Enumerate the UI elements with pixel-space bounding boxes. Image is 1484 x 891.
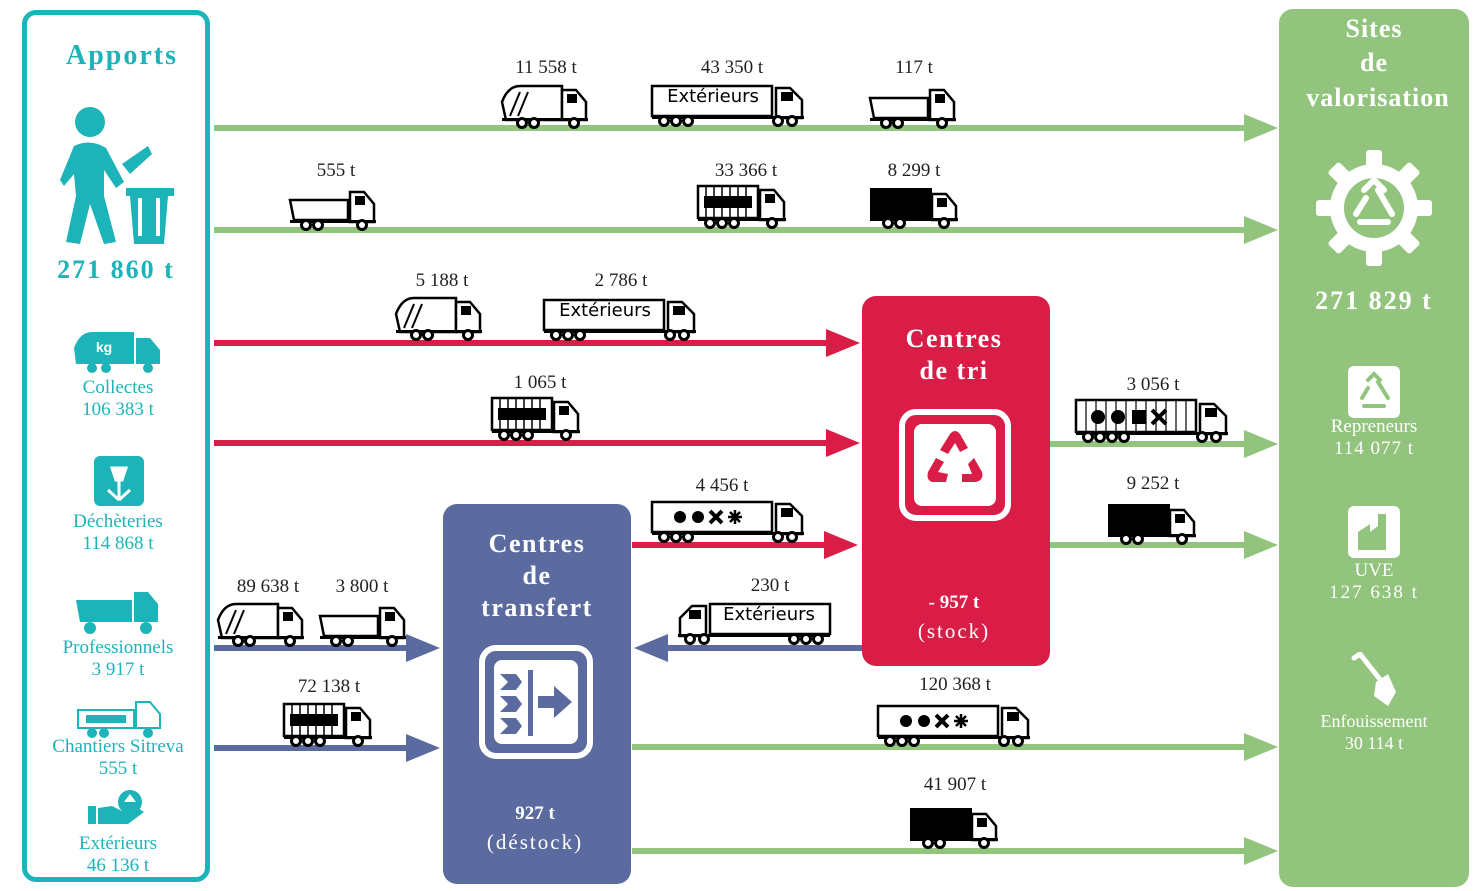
flow-amount: 11 558 t xyxy=(515,57,577,78)
flow-amount: 3 800 t xyxy=(335,576,389,597)
destination-value: 127 638 t xyxy=(1329,582,1419,603)
collection-truck-icon xyxy=(500,84,590,129)
site-truck-icon xyxy=(77,701,161,738)
source-label: Extérieurs xyxy=(78,833,158,854)
tri-title-line: de tri xyxy=(919,356,989,385)
apports-panel xyxy=(22,10,210,882)
dump-truck-icon xyxy=(288,190,378,231)
apports-total: 271 860 t xyxy=(57,255,175,284)
flow-amount: 555 t xyxy=(316,160,356,181)
truck-text: Extérieurs xyxy=(559,300,651,321)
truck-text: Extérieurs xyxy=(723,604,815,625)
container-truck-icon xyxy=(490,396,582,441)
dump-site-icon xyxy=(94,456,144,506)
flow-amount: 117 t xyxy=(895,57,933,78)
container-truck-icon xyxy=(282,702,374,747)
sites-total: 271 829 t xyxy=(1315,286,1433,315)
waste-semi-truck-icon xyxy=(650,500,806,544)
sites-title-line: de xyxy=(1360,48,1388,77)
shovel-icon xyxy=(1351,652,1396,706)
truck-text: Extérieurs xyxy=(667,86,759,107)
green-flows xyxy=(214,114,1278,865)
box-truck-icon xyxy=(908,806,1000,849)
source-label: Professionnels xyxy=(62,637,174,658)
box-truck-icon xyxy=(1106,502,1198,545)
flow-amount: 9 252 t xyxy=(1126,473,1180,494)
transfert-title-line: de xyxy=(522,561,552,590)
flow-amount: 41 907 t xyxy=(923,774,987,795)
flow-amount: 230 t xyxy=(750,575,790,596)
dump-truck-icon xyxy=(318,606,408,647)
transfert-title-line: transfert xyxy=(481,593,593,622)
destination-value: 30 114 t xyxy=(1344,733,1404,753)
transfert-title-line: Centres xyxy=(488,529,586,558)
flow-amount: 43 350 t xyxy=(700,57,764,78)
destination-value: 114 077 t xyxy=(1333,438,1415,459)
container-semi-truck-icon xyxy=(1074,398,1230,444)
apports-title: Apports xyxy=(65,40,179,71)
source-label: Déchèteries xyxy=(73,511,163,532)
hand-recycle-icon xyxy=(88,790,144,824)
container-truck-icon xyxy=(696,184,788,229)
tri-stock-label: (stock) xyxy=(917,619,991,643)
source-value: 46 136 t xyxy=(86,855,150,876)
sites-title-line: Sites xyxy=(1345,14,1403,43)
collection-truck-icon xyxy=(216,602,306,647)
sites-title-line: valorisation xyxy=(1306,83,1450,112)
svg-text:kg: kg xyxy=(96,339,112,355)
flow-amount: 4 456 t xyxy=(695,475,749,496)
red-flows xyxy=(214,329,860,559)
dump-truck-icon xyxy=(76,592,158,634)
source-label: Chantiers Sitreva xyxy=(52,736,184,757)
destination-label: Repreneurs xyxy=(1330,416,1418,437)
transfer-icon xyxy=(479,645,593,759)
flow-amount: 2 786 t xyxy=(594,270,648,291)
flow-amount: 89 638 t xyxy=(236,576,300,597)
flow-amount: 8 299 t xyxy=(887,160,941,181)
tri-title-line: Centres xyxy=(905,324,1003,353)
box-truck-icon xyxy=(868,186,960,229)
dump-truck-icon xyxy=(868,88,958,129)
collection-truck-icon: kg xyxy=(74,332,160,373)
factory-icon xyxy=(1348,506,1400,558)
flow-amount: 72 138 t xyxy=(297,676,361,697)
blue-flows xyxy=(214,634,862,762)
source-value: 106 383 t xyxy=(82,399,154,420)
flow-amount: 120 368 t xyxy=(919,674,991,695)
waste-semi-truck-icon xyxy=(876,704,1032,748)
source-label: Collectes xyxy=(82,377,154,398)
flow-amount: 3 056 t xyxy=(1126,374,1180,395)
source-value: 3 917 t xyxy=(91,659,145,680)
transfert-stock-label: (déstock) xyxy=(486,830,584,854)
collection-truck-icon xyxy=(394,296,484,341)
source-value: 555 t xyxy=(98,758,138,779)
recycle-icon xyxy=(899,409,1011,521)
flow-amount: 33 366 t xyxy=(714,160,778,181)
person-trash-icon xyxy=(60,107,174,244)
tri-stock-value: - 957 t xyxy=(928,592,980,613)
destination-label: Enfouissement xyxy=(1320,711,1428,731)
destination-label: UVE xyxy=(1354,560,1394,581)
flow-amount: 5 188 t xyxy=(415,270,469,291)
transfert-stock-value: 927 t xyxy=(515,803,555,824)
source-value: 114 868 t xyxy=(82,533,154,554)
flow-amount: 1 065 t xyxy=(513,372,567,393)
gear-recycle-icon xyxy=(1316,150,1432,266)
recycle-icon xyxy=(1348,366,1400,418)
